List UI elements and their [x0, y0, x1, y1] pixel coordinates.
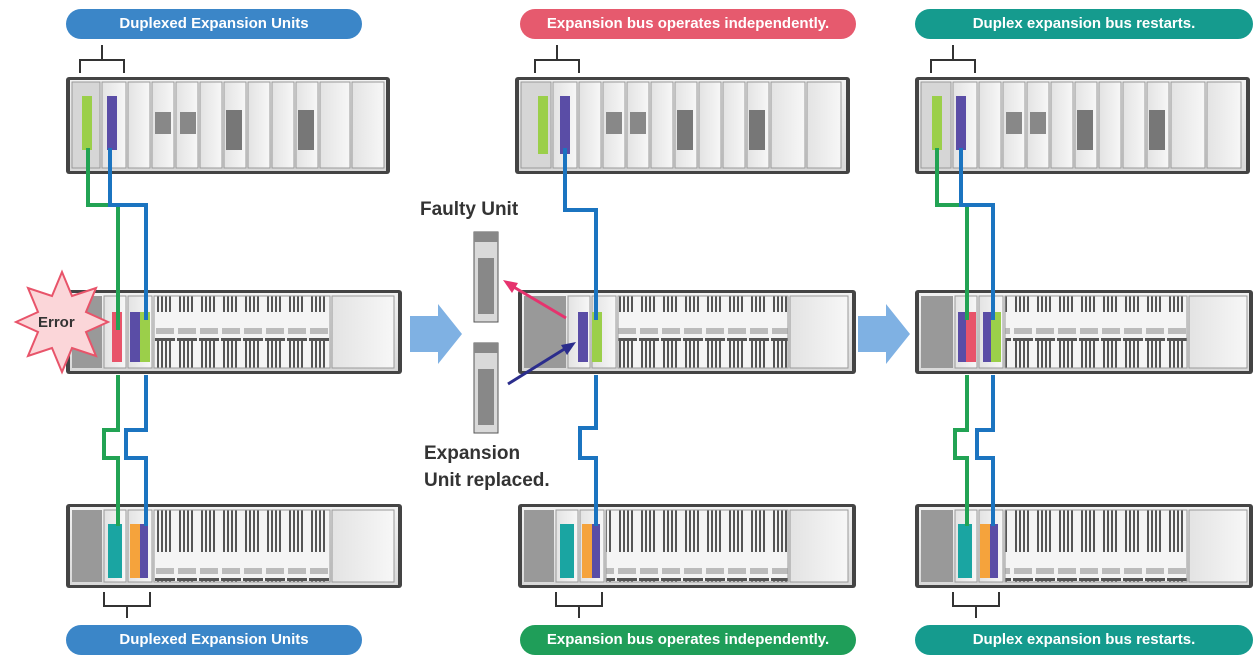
- flow-arrow-1: [410, 304, 462, 364]
- expansion-rack-middle-left: [66, 290, 402, 374]
- expansion-rack-bottom-left: [66, 504, 402, 588]
- error-starburst: [13, 269, 111, 375]
- expansion-rack-bottom-right: [915, 504, 1253, 588]
- banner-bottom-middle: Expansion bus operates independently.: [520, 625, 856, 655]
- error-label: Error: [38, 314, 75, 331]
- cpu-rack-right: [915, 77, 1250, 174]
- replacement-unit: [473, 342, 499, 434]
- cpu-rack-middle: [515, 77, 850, 174]
- faulty-unit: [473, 231, 499, 323]
- banner-top-middle: Expansion bus operates independently.: [520, 9, 856, 39]
- expansion-rack-middle-middle: [518, 290, 856, 374]
- banner-top-left: Duplexed Expansion Units: [66, 9, 362, 39]
- banner-bottom-right: Duplex expansion bus restarts.: [915, 625, 1253, 655]
- remove-arrow: [511, 284, 567, 320]
- banner-top-right: Duplex expansion bus restarts.: [915, 9, 1253, 39]
- insert-arrow: [507, 346, 567, 386]
- replaced-label-line1: Expansion: [424, 443, 521, 464]
- expansion-rack-middle-right: [915, 290, 1253, 374]
- flow-arrow-2: [858, 304, 910, 364]
- banner-bottom-left: Duplexed Expansion Units: [66, 625, 362, 655]
- cpu-rack-left: [66, 77, 390, 174]
- replaced-label-line2: Unit replaced.: [424, 470, 550, 491]
- expansion-rack-bottom-middle: [518, 504, 856, 588]
- faulty-unit-label: Faulty Unit: [420, 199, 519, 220]
